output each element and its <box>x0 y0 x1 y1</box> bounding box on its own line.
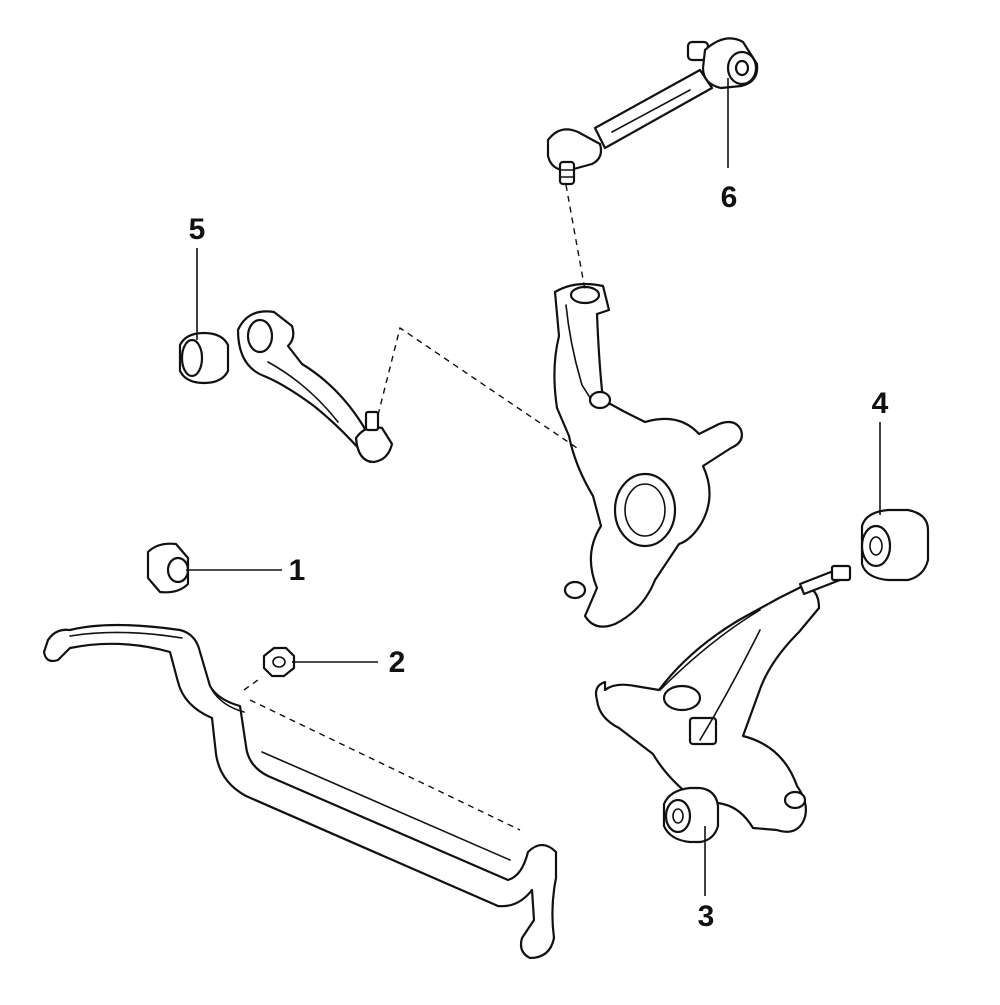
nut-2 <box>262 646 296 678</box>
lower-control-arm <box>594 564 852 833</box>
callout-4: 4 <box>872 387 889 420</box>
upper-link-rod <box>546 37 759 186</box>
callout-6: 6 <box>721 181 738 214</box>
callout-1: 1 <box>289 554 306 587</box>
bushing-1 <box>146 542 190 594</box>
bushing-3 <box>662 786 720 844</box>
bushing-5 <box>178 331 230 385</box>
strut-arm <box>236 310 394 464</box>
leader-lines <box>186 78 881 896</box>
steering-knuckle <box>553 282 743 628</box>
callout-5: 5 <box>189 213 206 246</box>
bushing-6 <box>726 50 758 86</box>
callout-3: 3 <box>698 900 715 933</box>
stabilizer-bar <box>42 623 558 960</box>
bushing-4 <box>860 508 930 582</box>
callout-2: 2 <box>389 646 406 679</box>
assembly-lines <box>243 184 586 831</box>
